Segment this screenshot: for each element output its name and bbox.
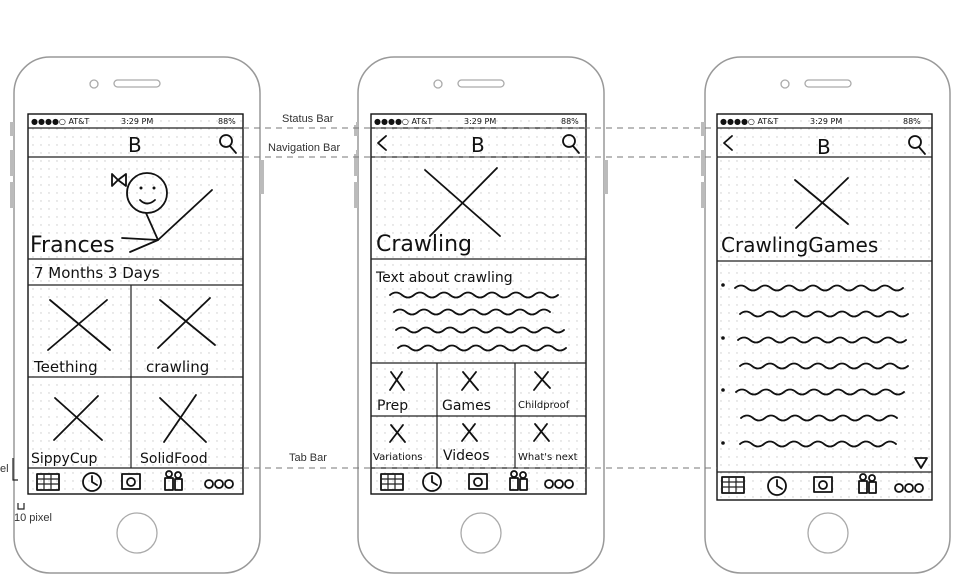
tile-videos[interactable]: Videos	[443, 423, 490, 464]
tile-sippycup-label: SippyCup	[31, 451, 97, 467]
camera-icon[interactable]	[468, 473, 488, 490]
status-battery: 88%	[903, 117, 921, 126]
page-title: CrawlingGames	[721, 233, 878, 257]
family-icon[interactable]	[164, 470, 183, 491]
tile-solidfood[interactable]: SolidFood	[140, 394, 208, 467]
tile-childproof-label: Childproof	[518, 400, 570, 411]
more-icon[interactable]	[894, 483, 924, 493]
status-carrier: ●●●●○ AT&T	[374, 117, 432, 126]
status-time: 3:29 PM	[810, 117, 842, 126]
phone-3-home-button[interactable]	[807, 512, 849, 554]
clock-icon[interactable]	[767, 476, 787, 496]
phone-1-speaker	[113, 79, 161, 88]
nav-title: B	[817, 135, 831, 159]
tile-sippycup[interactable]: SippyCup	[31, 395, 103, 467]
status-carrier: ●●●●○ AT&T	[31, 117, 89, 126]
pixel-annotation: 10 pixel	[14, 512, 52, 524]
phone-2-home-button[interactable]	[460, 512, 502, 554]
tile-games[interactable]: Games	[442, 371, 491, 414]
more-icon[interactable]	[204, 479, 234, 489]
tile-solidfood-label: SolidFood	[140, 451, 208, 467]
calendar-icon[interactable]	[380, 473, 404, 491]
phone-1-home-button[interactable]	[116, 512, 158, 554]
calendar-icon[interactable]	[721, 476, 745, 494]
back-icon[interactable]	[377, 135, 387, 151]
tile-teething-label: Teething	[33, 358, 98, 376]
body-text-lines	[389, 291, 567, 352]
status-bar-annotation: Status Bar	[282, 113, 334, 125]
tile-childproof[interactable]: Childproof	[518, 371, 570, 411]
baby-age: 7 Months 3 Days	[34, 264, 160, 282]
phone-2: ●●●●○ AT&T 3:29 PM 88% B Crawling Text a…	[354, 56, 608, 574]
tile-crawling-label: crawling	[146, 358, 209, 376]
phone-3-screen	[716, 113, 933, 501]
hero-image-placeholder	[424, 167, 501, 237]
tile-crawling[interactable]: crawling	[146, 297, 216, 376]
tile-whats-next[interactable]: What's next	[518, 423, 578, 463]
pixel-annotation-cut: el	[0, 463, 9, 475]
hero-image-placeholder	[794, 177, 849, 229]
annotation-guides: Status Bar Navigation Bar Tab Bar el 10 …	[0, 111, 717, 524]
phone-3: ●●●●○ AT&T 3:29 PM 88% B CrawlingGames	[701, 56, 951, 574]
tile-prep[interactable]: Prep	[377, 371, 408, 414]
phone-1-screen	[27, 113, 244, 495]
tile-variations[interactable]: Variations	[373, 424, 423, 463]
games-bullet-list	[721, 283, 909, 448]
tile-variations-label: Variations	[373, 452, 423, 463]
baby-name: Frances	[30, 233, 115, 258]
search-icon[interactable]	[908, 135, 926, 155]
status-time: 3:29 PM	[121, 117, 153, 126]
status-carrier: ●●●●○ AT&T	[720, 117, 778, 126]
clock-icon[interactable]	[82, 472, 102, 492]
tile-games-label: Games	[442, 398, 491, 414]
family-icon[interactable]	[858, 473, 877, 494]
navigation-bar-annotation: Navigation Bar	[268, 142, 340, 154]
tile-teething[interactable]: Teething	[33, 299, 111, 376]
body-text-heading: Text about crawling	[375, 270, 513, 286]
family-icon[interactable]	[509, 470, 528, 491]
clock-icon[interactable]	[422, 472, 442, 492]
tab-bar	[380, 470, 574, 492]
baby-avatar	[111, 172, 213, 253]
tile-videos-label: Videos	[443, 448, 490, 464]
search-icon[interactable]	[562, 134, 580, 154]
tab-bar	[721, 473, 924, 496]
status-battery: 88%	[561, 117, 579, 126]
phone-1-camera	[89, 79, 99, 89]
phone-2-screen	[370, 113, 587, 495]
tile-whats-next-label: What's next	[518, 452, 578, 463]
tab-bar	[36, 470, 234, 492]
scroll-down-icon[interactable]	[914, 457, 928, 469]
nav-title: B	[128, 133, 142, 157]
search-icon[interactable]	[219, 134, 237, 154]
tile-prep-label: Prep	[377, 398, 408, 414]
nav-title: B	[471, 133, 485, 157]
more-icon[interactable]	[544, 479, 574, 489]
camera-icon[interactable]	[121, 473, 141, 490]
page-title: Crawling	[376, 232, 472, 257]
status-time: 3:29 PM	[464, 117, 496, 126]
phone-1: ●●●●○ AT&T 3:29 PM 88% B Frances 7 Month…	[10, 56, 264, 574]
status-battery: 88%	[218, 117, 236, 126]
camera-icon[interactable]	[813, 476, 833, 493]
tab-bar-annotation: Tab Bar	[289, 452, 327, 464]
back-icon[interactable]	[723, 135, 733, 151]
calendar-icon[interactable]	[36, 473, 60, 491]
